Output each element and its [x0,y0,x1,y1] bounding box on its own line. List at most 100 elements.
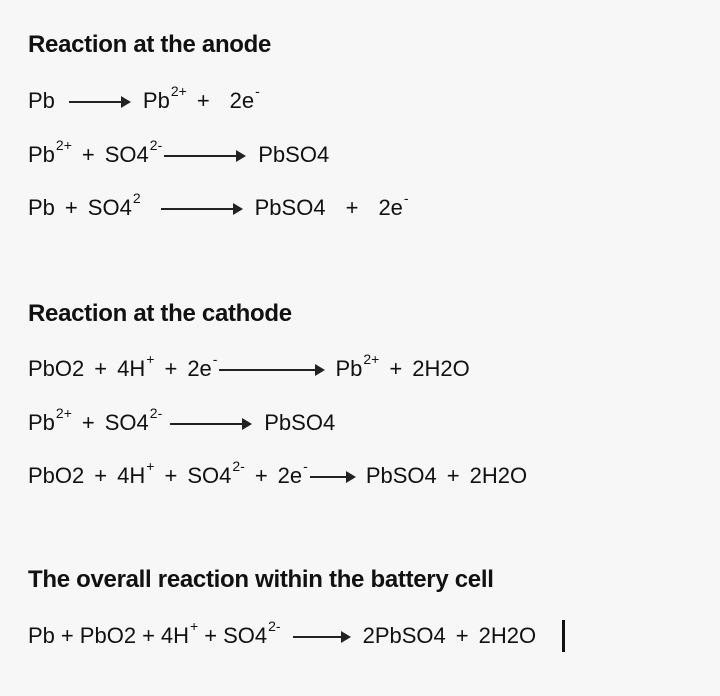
charge-superscript: 2+ [55,405,72,421]
product: Pb [142,88,170,113]
subscript: 4 [433,623,446,648]
reactant: SO [187,463,220,488]
product-suffix: O [510,463,528,488]
plus-sign: + [94,356,108,381]
subscript: 4 [136,142,149,167]
reactant: Pb [28,410,55,435]
subscript: 2 [440,356,453,381]
plus-sign: + [81,410,95,435]
plus-sign: + [389,356,403,381]
plus-sign: + [81,142,95,167]
subscript: 4 [119,195,132,220]
charge-superscript: 2- [149,137,163,153]
reactant: PbO [28,463,73,488]
charge-superscript: + [146,351,155,367]
reactant: Pb [28,623,55,648]
product: 2PbSO [362,623,434,648]
reactant: SO [87,195,120,220]
plus-sign: + [164,463,178,488]
plus-sign: + [446,463,460,488]
reactant: PbO [79,623,124,648]
reactant: 4H [117,356,146,381]
overall-section-title: The overall reaction within the battery … [28,566,494,593]
charge-superscript: - [212,351,218,367]
plus-sign: + [196,88,210,113]
charge-superscript: 2+ [55,137,72,153]
charge-superscript: - [403,190,409,206]
subscript: 4 [313,195,326,220]
reaction-arrow [68,96,131,108]
product: PbSO [264,410,323,435]
charge-superscript: 2- [268,618,281,634]
charge-superscript: 2+ [363,351,380,367]
electrons: 2e [378,195,403,220]
product: PbSO [365,463,425,488]
charge-superscript: - [303,458,308,474]
anode-section-title: Reaction at the anode [28,31,272,58]
plus-sign: + [64,195,78,220]
reactant: 4H [117,463,146,488]
electrons: 2e [277,463,303,488]
product: 2H [412,356,441,381]
plus-sign: + [164,356,178,381]
subscript: 2 [72,463,85,488]
subscript: 2 [497,463,511,488]
reaction-arrow [170,418,253,430]
reaction-arrow [164,150,247,162]
reactant: Pb [28,195,55,220]
charge-superscript: 2- [149,405,163,421]
product: 2H [478,623,507,648]
reactant: SO [104,410,137,435]
plus-sign: + [142,623,155,648]
reactant: Pb [28,142,55,167]
reactant: 4H [160,623,190,648]
product-suffix: O [519,623,537,648]
reaction-arrow [309,471,356,483]
charge-superscript: + [146,458,155,474]
subscript: 2 [506,623,520,648]
plus-sign: + [60,623,74,648]
reactant: PbO [28,356,73,381]
reactant: SO [104,142,137,167]
subscript: 4 [322,410,336,435]
product: Pb [335,356,363,381]
reaction-arrow [219,364,326,376]
reaction-arrow [160,203,243,215]
subscript: 4 [136,410,149,435]
subscript: 4 [254,623,268,648]
electrons: 2e [187,356,212,381]
charge-superscript: + [190,618,199,634]
product: 2H [469,463,498,488]
plus-sign: + [455,623,469,648]
plus-sign: + [94,463,108,488]
subscript: 4 [424,463,437,488]
subscript: 2 [72,356,85,381]
charge-superscript: 2- [232,458,245,474]
plus-sign: + [204,623,218,648]
plus-sign: + [345,195,359,220]
charge-superscript: - [255,83,260,99]
text-cursor[interactable] [562,620,566,652]
plus-sign: + [254,463,268,488]
cathode-section-title: Reaction at the cathode [28,300,292,327]
charge-superscript: 2 [132,190,141,206]
reaction-arrow [292,631,351,643]
product: PbSO [258,142,317,167]
charge-superscript: 2+ [170,83,187,99]
subscript: 4 [316,142,330,167]
subscript: 2 [123,623,137,648]
product-suffix: O [452,356,470,381]
reactant: Pb [28,88,55,113]
reactant: SO [223,623,255,648]
electrons: 2e [229,88,255,113]
product: PbSO [254,195,314,220]
subscript: 4 [219,463,232,488]
